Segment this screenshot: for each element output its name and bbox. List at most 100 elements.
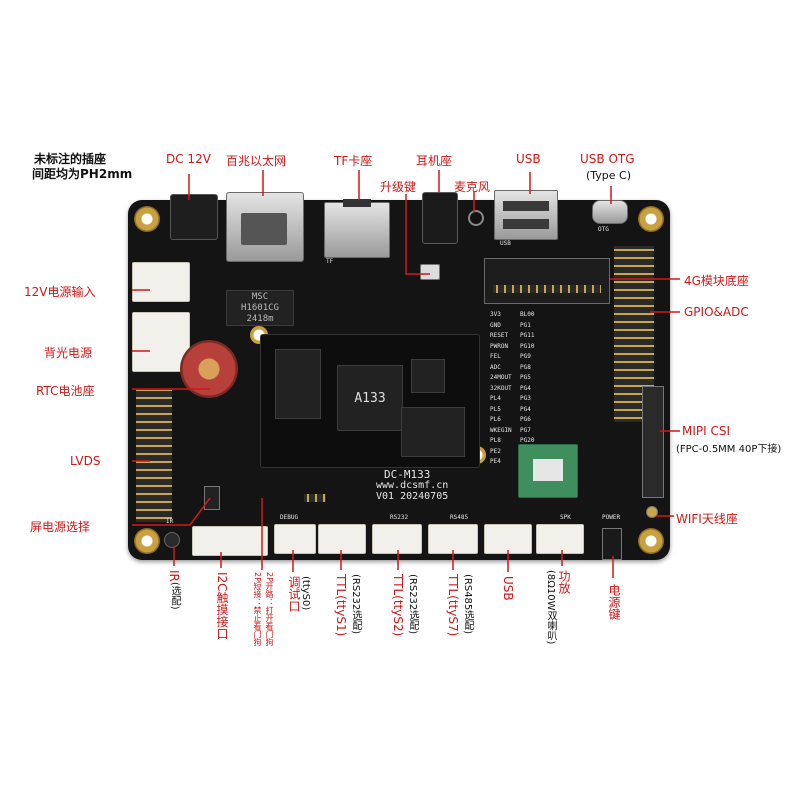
board-version: V01 20240705: [376, 491, 449, 502]
wifi-antenna-connector: [646, 506, 658, 518]
pin-label: PG6: [520, 416, 531, 423]
core-module: A133: [260, 334, 480, 468]
mounting-hole: [134, 206, 160, 232]
note-line2: 间距均为PH2mm: [32, 167, 133, 181]
mounting-hole: [638, 528, 664, 554]
mounting-hole: [134, 528, 160, 554]
pin-label: PL8: [490, 437, 501, 444]
label-dc12v: DC 12V: [166, 152, 211, 166]
tf-card-slot: [324, 199, 390, 258]
pin-label: PE2: [490, 447, 501, 455]
silk-ir: IR: [166, 518, 174, 525]
label-ir: IR(选配): [167, 570, 182, 610]
board-model: DC-M133: [384, 468, 431, 481]
silk-rs485: RS485: [450, 514, 469, 521]
label-upgrade-key: 升级键: [380, 180, 417, 194]
label-power-key: 电源键: [607, 584, 621, 620]
pin-label: PL6: [490, 416, 501, 423]
chip-label: 2418m: [246, 313, 274, 324]
label-amp-sub: (8Ω10W双喇叭): [545, 570, 556, 645]
pin-label: PG4: [520, 384, 531, 392]
debug-header: [274, 524, 316, 554]
pin-label: BL00: [520, 311, 535, 318]
label-4g: 4G模块底座: [684, 274, 749, 288]
pin-label: 32KOUT: [490, 384, 512, 392]
silk-spk: SPK: [560, 514, 571, 521]
label-ir-text: IR: [167, 570, 181, 582]
label-gpio: GPIO&ADC: [684, 305, 749, 319]
pin-label: WKEGIN: [490, 426, 512, 434]
usb-otg-port: [592, 200, 628, 224]
label-usb: USB: [516, 152, 541, 166]
emmc-chip: [401, 407, 465, 457]
pin-label: PE4: [490, 458, 501, 465]
label-ttl7: TTL(ttyS7): [446, 574, 460, 637]
pin-label: PG20: [520, 437, 535, 444]
memory-chip: [275, 349, 321, 419]
label-power-in: 12V电源输入: [24, 285, 96, 299]
upgrade-button: [420, 264, 440, 280]
pin-label: PG1: [520, 321, 531, 329]
screen-power-jumper: [204, 486, 220, 510]
pmic-chip: [411, 359, 445, 393]
label-mic: 麦克风: [454, 180, 491, 194]
microphone: [468, 210, 484, 226]
power-input-header: [132, 262, 190, 302]
label-rtc: RTC电池座: [36, 384, 95, 398]
label-usb-bottom: USB: [501, 576, 515, 601]
silk-rs232: RS232: [390, 514, 409, 521]
label-usb-otg-sub: (Type C): [586, 169, 632, 182]
label-ethernet: 百兆以太网: [226, 154, 287, 168]
pin-label: PG9: [520, 353, 531, 360]
ir-receiver: [164, 532, 180, 548]
label-mipi-sub: (FPC-0.5MM 40P下接): [676, 444, 782, 455]
note-line1: 未标注的插座: [34, 152, 107, 166]
ttl-ttys1-header: [318, 524, 366, 554]
label-lvds: LVDS: [70, 454, 101, 468]
label-ttl1-sub: (RS232选配): [350, 574, 361, 635]
label-backlight: 背光电源: [44, 346, 93, 360]
usb-port: [494, 190, 558, 240]
ttl-ttys7-header: [428, 524, 478, 554]
label-screen-power: 屏电源选择: [30, 520, 91, 534]
ttl-ttys2-header: [372, 524, 422, 554]
pin-label: PG8: [520, 363, 531, 371]
label-ttl1: TTL(ttyS1): [334, 574, 348, 637]
label-ttl7-sub: (RS485选配): [462, 574, 473, 635]
silk-usb: USB: [500, 240, 511, 247]
label-ir-sub: (选配): [169, 581, 180, 610]
pin-label: 3V3: [490, 311, 501, 318]
label-amp: 功放: [557, 570, 571, 594]
amplifier-header: [536, 524, 584, 554]
pin-label: ADC: [490, 363, 501, 371]
pin-label: GND: [490, 321, 501, 329]
pin-label: RESET: [490, 332, 509, 339]
pin-label: PG4: [520, 405, 531, 413]
ethernet-port: [226, 192, 304, 262]
pin-label: 24MOUT: [490, 374, 512, 381]
label-i2c: I2C触摸接口: [215, 572, 229, 640]
pin-label: PG3: [520, 395, 531, 402]
i2c-touch-header: [192, 526, 268, 556]
label-wifi: WIFI天线座: [676, 512, 738, 526]
pin-label: PG10: [520, 342, 535, 350]
pin-label: PL5: [490, 405, 501, 413]
pin-label: PG7: [520, 426, 531, 434]
chip-label: H1601CG: [241, 302, 279, 313]
label-jumper-1: 2P短接：禁止看门狗: [253, 572, 262, 646]
chip-label: MSC: [251, 291, 269, 302]
silk-tf: TF: [326, 258, 334, 265]
mounting-hole: [638, 206, 664, 232]
soc-chip: A133: [337, 365, 403, 431]
silk-otg: OTG: [598, 226, 609, 233]
label-ttl2-sub: (RS232选配): [407, 574, 418, 635]
label-mipi: MIPI CSI: [682, 424, 731, 438]
label-debug-sub: (ttyS0): [300, 576, 311, 611]
ethernet-transformer: MSC H1601CG 2418m: [226, 290, 294, 326]
dc-jack: [170, 194, 218, 240]
watchdog-jumper: [304, 494, 326, 502]
mipi-csi-connector: [642, 386, 664, 498]
pin-label: PL4: [490, 395, 501, 402]
